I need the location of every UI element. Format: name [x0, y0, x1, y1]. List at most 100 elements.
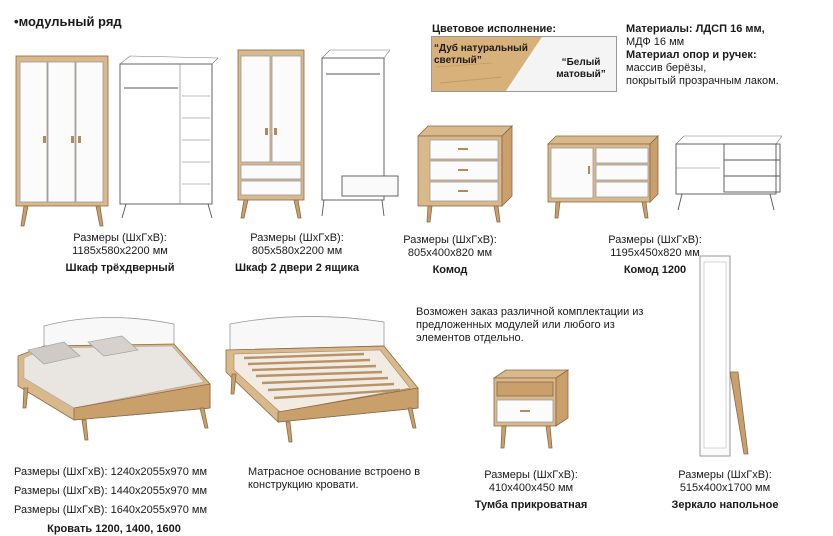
item-name: Шкаф трёхдверный: [65, 262, 175, 274]
materials-line-3: Материал опор и ручек:: [626, 49, 757, 61]
edge: [383, 49, 391, 59]
mirror-stand: [729, 371, 749, 455]
leg: [285, 421, 293, 443]
bed-frame-image: [225, 316, 419, 443]
color-swatches: “Дуб натуральный светлый” “Белый матовый…: [431, 36, 617, 92]
nightstand-top: [492, 369, 570, 379]
dims-label: Размеры (ШхГхВ):: [484, 469, 578, 481]
materials-line-5: покрытый прозрачным лаком.: [626, 75, 779, 87]
mattress-note: Матрасное основание встроено в конструкц…: [248, 466, 448, 492]
wardrobe-2-info: Размеры (ШхГхВ): 805х580х2200 мм Шкаф 2 …: [222, 232, 372, 275]
leg: [769, 193, 775, 211]
dims-value: 805х400х820 мм: [407, 247, 493, 259]
item-name: Тумба прикроватная: [474, 499, 588, 511]
wardrobe-3-door-open-image: [119, 55, 219, 219]
pillow: [27, 341, 81, 365]
mattress-note-line-1: Матрасное основание встроено в: [248, 466, 421, 478]
dims-label: Размеры (ШхГхВ):: [403, 234, 497, 246]
leg: [20, 205, 29, 227]
chest-1200-open-image: [675, 135, 783, 211]
mirror-info: Размеры (ШхГхВ): 515х400х1700 мм Зеркало…: [660, 469, 790, 512]
handle: [458, 190, 468, 192]
wardrobe-2-door-open-image: [321, 49, 399, 217]
dims-value: 410х400х450 мм: [488, 482, 574, 494]
drawer: [595, 147, 649, 164]
edge: [119, 55, 131, 65]
chest-side: [649, 135, 659, 203]
white-swatch: [506, 37, 616, 91]
edge: [129, 55, 219, 59]
mirror-glass: [703, 261, 727, 449]
handle: [520, 410, 530, 412]
handle: [78, 136, 81, 143]
order-note-line-2: предложенных модулей или любого из: [416, 319, 615, 331]
chest-info: Размеры (ШхГхВ): 805х400х820 мм Комод: [390, 234, 510, 277]
nightstand-image: [492, 369, 570, 449]
drawer: [595, 164, 649, 181]
chest-top: [547, 135, 659, 145]
dims-value: 515х400х1700 мм: [679, 482, 771, 494]
drawer: [595, 181, 649, 198]
oak-label: “Дуб натуральный светлый”: [434, 43, 528, 66]
wardrobe-door: [19, 61, 48, 203]
handle: [71, 136, 74, 143]
item-name: Кровать 1200, 1400, 1600: [47, 523, 181, 535]
frame: [321, 57, 385, 201]
handle: [43, 136, 46, 143]
chest-side: [501, 125, 513, 207]
section-title-text: модульный ряд: [18, 14, 122, 29]
handle: [458, 169, 468, 171]
chest-1200-image: [547, 135, 659, 219]
leg: [321, 199, 325, 217]
leg: [407, 407, 417, 429]
dims-label: Размеры (ШхГхВ):: [73, 232, 167, 244]
item-name: Зеркало напольное: [671, 499, 779, 511]
dims-label: Размеры (ШхГхВ):: [608, 234, 702, 246]
wardrobe-door: [240, 55, 271, 163]
leg: [81, 419, 89, 441]
drawer: [723, 175, 781, 193]
bed-dims-3: Размеры (ШхГхВ): 1640х2055х970 мм: [14, 504, 208, 516]
leg: [641, 201, 649, 219]
leg: [240, 199, 249, 219]
bed-footboard: [277, 387, 419, 423]
materials-block: Материалы: ЛДСП 16 мм, МДФ 16 мм Материа…: [626, 23, 831, 88]
dims-value: 1195х450х820 мм: [610, 247, 700, 259]
drawer: [723, 159, 781, 177]
slats: [243, 352, 401, 400]
leg: [426, 205, 433, 223]
leg: [121, 203, 127, 219]
item-name: Комод: [432, 264, 468, 276]
wardrobe-3-door-image: [15, 55, 109, 227]
leg: [199, 407, 209, 429]
nightstand-side: [555, 369, 569, 427]
order-note: Возможен заказ различной комплектации из…: [416, 306, 676, 345]
chest-1200-info: Размеры (ШхГхВ): 1195х450х820 мм Комод 1…: [580, 234, 730, 277]
chest-top: [417, 125, 513, 137]
edge: [211, 57, 219, 65]
leg: [22, 387, 29, 409]
handle: [588, 166, 590, 174]
order-note-line-1: Возможен заказ различной комплектации из: [416, 306, 644, 318]
materials-line-2: МДФ 16 мм: [626, 36, 685, 48]
wardrobe-2-door-image: [237, 49, 305, 219]
headboard: [43, 317, 175, 351]
leg: [677, 193, 683, 211]
bed-dims-1: Размеры (ШхГхВ): 1240х2055х970 мм: [14, 466, 208, 478]
bullet: •: [14, 14, 19, 29]
oak-grain: [439, 76, 503, 84]
materials-line-4: массив берёзы,: [626, 62, 707, 74]
leg: [545, 425, 553, 449]
edge: [775, 135, 783, 145]
chest-image: [417, 125, 513, 223]
mirror-image: [699, 255, 749, 457]
leg: [500, 425, 507, 449]
bed-info: Размеры (ШхГхВ): 1240х2055х970 мм Размер…: [14, 466, 224, 536]
bed-image: [17, 317, 211, 441]
bed-dims-2: Размеры (ШхГхВ): 1440х2055х970 мм: [14, 485, 208, 497]
section-title: •модульный ряд: [14, 14, 122, 29]
wardrobe-door: [75, 61, 104, 203]
drawer: [240, 180, 302, 196]
mattress-note-line-2: конструкцию кровати.: [248, 479, 359, 491]
headboard: [229, 316, 385, 351]
